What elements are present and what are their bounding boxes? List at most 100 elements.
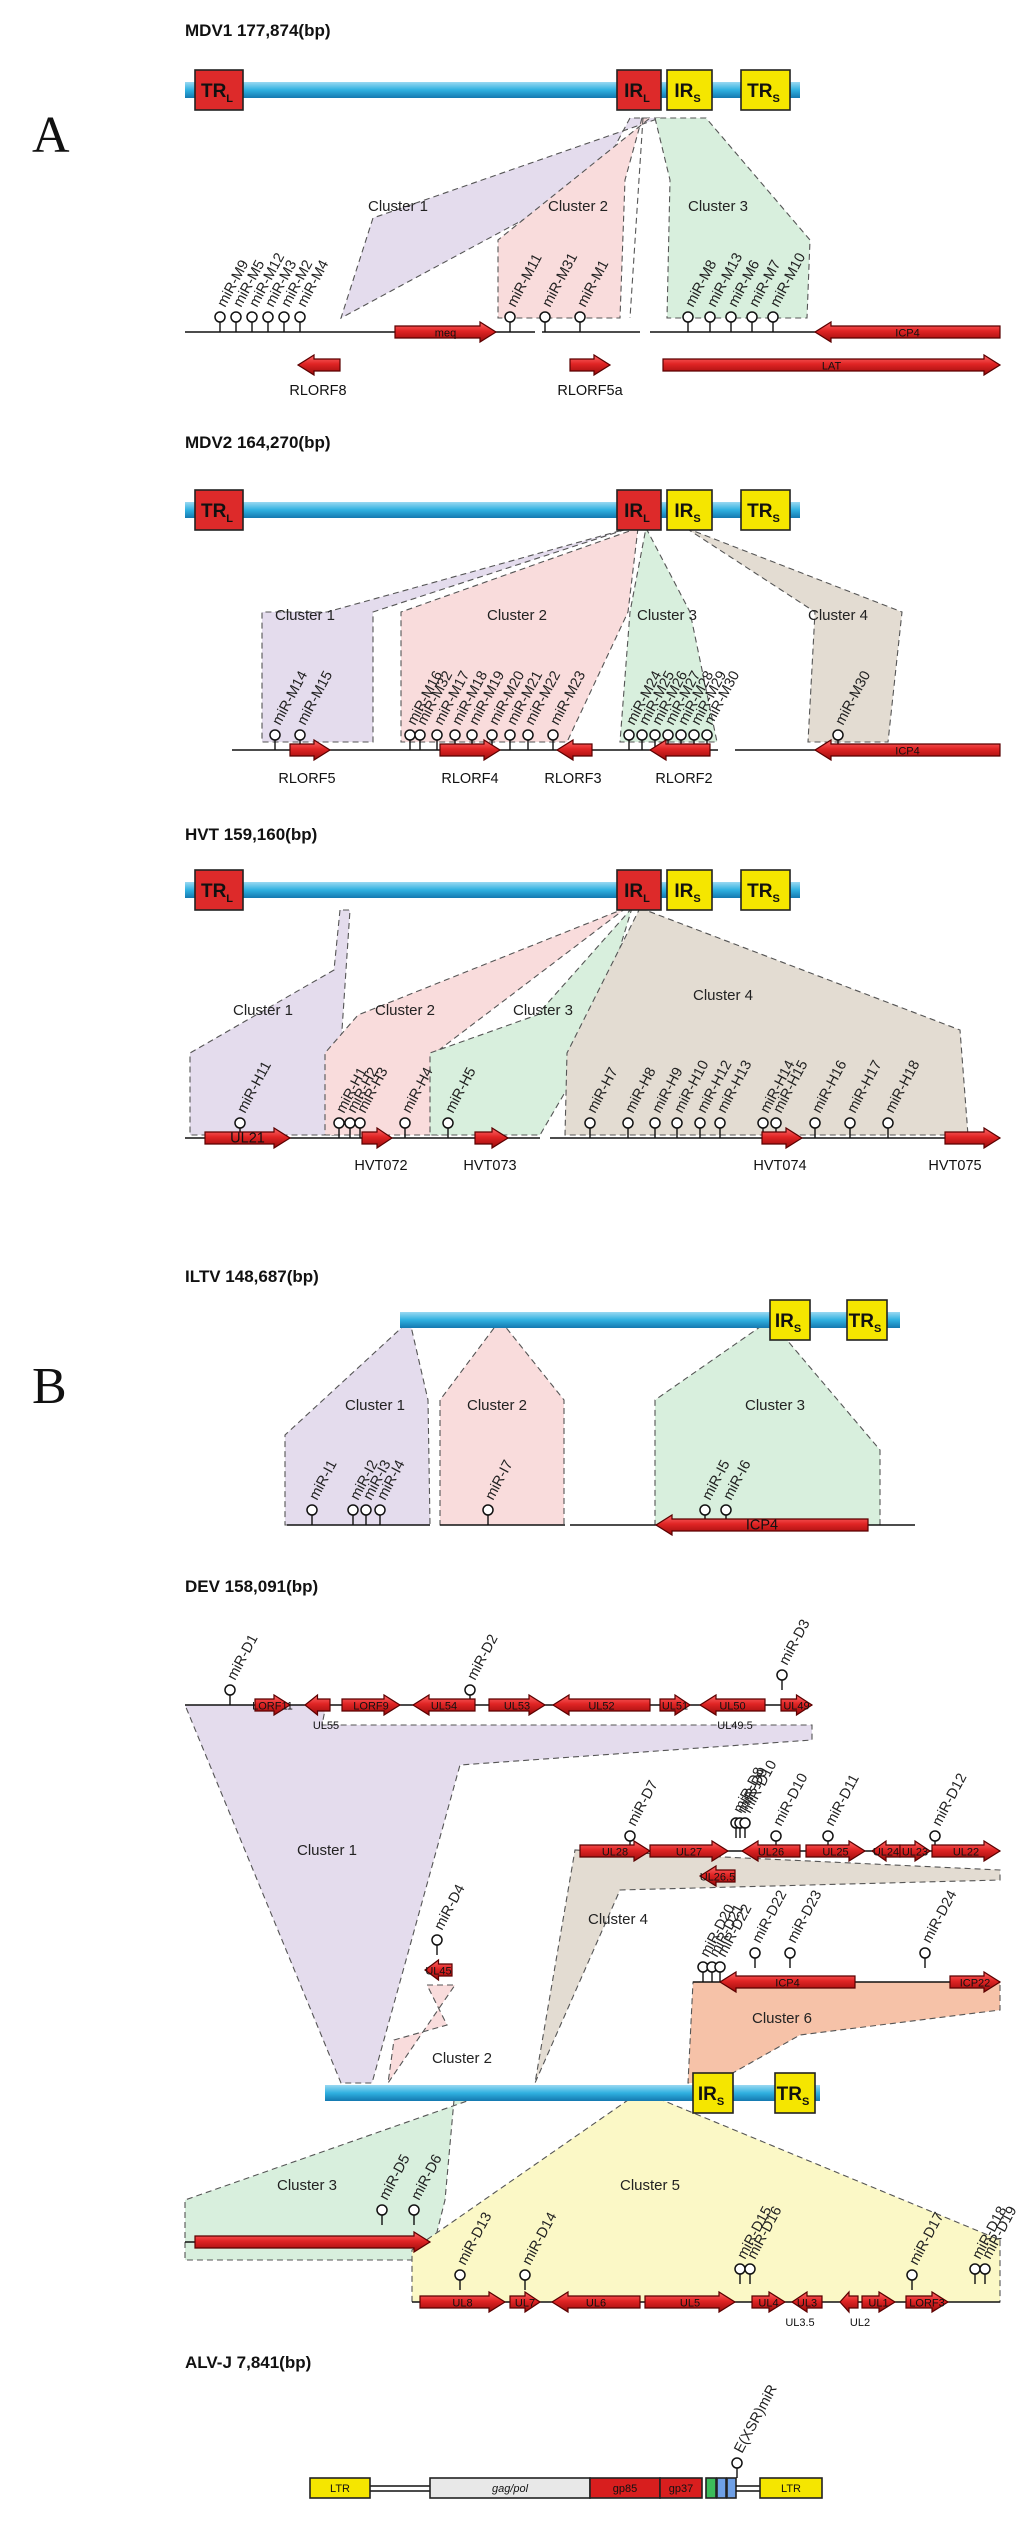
dev-gene-ul2 xyxy=(839,2290,859,2314)
mdv1-gene-meq xyxy=(394,320,498,344)
iltv-mir-2 xyxy=(347,1504,359,1516)
dev-gene-ul50 xyxy=(698,1693,766,1717)
alvj-gp37 xyxy=(659,2477,703,2499)
dev-gene-ul6-label: UL6 xyxy=(586,2298,606,2310)
hvt-mir-12 xyxy=(714,1117,726,1129)
dev-gene-ul35-label: UL3.5 xyxy=(785,2317,814,2329)
dev-gene-icp4-label: ICP4 xyxy=(775,1978,799,1990)
alvj-mir-exsr-label: E(XSR)miR xyxy=(731,2382,780,2456)
hvt-repeat-irs xyxy=(666,869,713,911)
hvt-gene-hvt072-label: HVT072 xyxy=(354,1158,407,1174)
hvt-cluster-4-region xyxy=(564,907,969,1136)
mdv1-gene-rlorf5a-label: RLORF5a xyxy=(557,383,623,399)
dev-cluster-6-label: Cluster 6 xyxy=(752,2010,812,2027)
hvt-gene-hvt073 xyxy=(474,1126,510,1150)
mdv2-mir-13 xyxy=(636,729,648,741)
dev-gene-ul4 xyxy=(751,2290,787,2314)
dev-gene-ul24 xyxy=(870,1839,901,1863)
mdv1-mir-13 xyxy=(746,311,758,323)
dev-gene-icp22-label: ICP22 xyxy=(960,1978,991,1990)
dev-gene-ul51-label: UL51 xyxy=(662,1701,688,1713)
dev-gene-lorf11 xyxy=(254,1693,292,1717)
mdv2-gene-icp4 xyxy=(813,738,1001,762)
dev-gene-ul55 xyxy=(304,1693,331,1717)
iltv-mir-6 xyxy=(699,1504,711,1516)
hvt-mir-13 xyxy=(757,1117,769,1129)
mdv2-gene-rlorf3 xyxy=(555,738,593,762)
mdv2-mir-4 xyxy=(414,729,426,741)
dev-mir-3-label: miR-D3 xyxy=(776,1617,813,1668)
mdv1-cluster-3-label: Cluster 3 xyxy=(688,198,748,215)
dev-mir-7-label: miR-D7 xyxy=(624,1778,661,1829)
dev-gene-ul495-label: UL49.5 xyxy=(717,1720,752,1732)
dev-gene-cluster3-orf xyxy=(194,2230,432,2254)
dev-gene-ul6 xyxy=(550,2290,641,2314)
iltv-cluster-3-region xyxy=(654,1319,881,1526)
dev-gene-lorf3-label: LORF3 xyxy=(909,2298,944,2310)
mdv2-cluster-4-region xyxy=(685,527,903,743)
mdv1-mir-8 xyxy=(539,311,551,323)
dev-mir-12 xyxy=(929,1830,941,1842)
mdv2-mir-3 xyxy=(404,729,416,741)
dev-mir-10 xyxy=(739,1817,751,1829)
alvj-ltr-right-label: LTR xyxy=(781,2483,801,2495)
dev-gene-ul2-label: UL2 xyxy=(850,2317,870,2329)
hvt-repeat-trs-label: TRS xyxy=(747,881,780,905)
mdv2-mir-1 xyxy=(269,729,281,741)
mdv1-cluster-3-region xyxy=(654,117,811,319)
mdv1-mir-10 xyxy=(682,311,694,323)
hvt-gene-hvt072 xyxy=(361,1126,394,1150)
mdv1-repeat-irl xyxy=(616,69,662,111)
mdv2-gene-rlorf4-label: RLORF4 xyxy=(441,771,498,787)
dev-mir-5 xyxy=(376,2204,388,2216)
hvt-title: HVT 159,160(bp) xyxy=(185,825,317,844)
iltv-mir-3 xyxy=(360,1504,372,1516)
mdv2-mir-5 xyxy=(431,729,443,741)
dev-gene-ul265 xyxy=(698,1864,736,1888)
dev-cluster-3-label: Cluster 3 xyxy=(277,2177,337,2194)
dev-title: DEV 158,091(bp) xyxy=(185,1577,318,1596)
iltv-genome-bar xyxy=(400,1312,900,1328)
dev-mir-22 xyxy=(714,1961,726,1973)
dev-gene-ul23-label: UL23 xyxy=(902,1847,928,1859)
hvt-gene-hvt073-label: HVT073 xyxy=(463,1158,516,1174)
dev-mir-24-label: miR-D24 xyxy=(919,1888,960,1946)
dev-gene-ul54 xyxy=(411,1693,476,1717)
dev-gene-ul24-label: UL24 xyxy=(873,1847,899,1859)
dev-gene-ul26 xyxy=(740,1839,801,1863)
dev-gene-ul45 xyxy=(423,1958,453,1982)
hvt-mir-3 xyxy=(344,1117,356,1129)
mdv1-repeat-irs xyxy=(666,69,713,111)
iltv-repeat-trs-label: TRS xyxy=(849,1311,882,1335)
mdv1-mir-2 xyxy=(230,311,242,323)
dev-mir-1 xyxy=(224,1684,236,1696)
dev-cluster-1-label: Cluster 1 xyxy=(297,1842,357,1859)
mdv2-mir-16 xyxy=(675,729,687,741)
dev-genome-bar xyxy=(325,2085,820,2101)
dev-mir-11 xyxy=(822,1830,834,1842)
dev-gene-ul54-label: UL54 xyxy=(431,1701,457,1713)
mdv1-mir-5 xyxy=(278,311,290,323)
mdv2-cluster-2-label: Cluster 2 xyxy=(487,607,547,624)
mdv2-repeat-trl xyxy=(194,489,244,531)
dev-gene-ul22 xyxy=(931,1839,1002,1863)
dev-mir-19 xyxy=(979,2263,991,2275)
dev-gene-ul1 xyxy=(861,2290,897,2314)
iltv-mir-4 xyxy=(374,1504,386,1516)
dev-mir-10 xyxy=(770,1830,782,1842)
mdv2-gene-rlorf5-label: RLORF5 xyxy=(278,771,335,787)
panel-label-b: B xyxy=(32,1358,67,1415)
dev-mir-7 xyxy=(624,1830,636,1842)
mdv1-gene-rlorf5a xyxy=(569,353,612,377)
hvt-cluster-3-label: Cluster 3 xyxy=(513,1002,573,1019)
mdv2-mir-6 xyxy=(449,729,461,741)
dev-mir-3 xyxy=(776,1669,788,1681)
mdv1-repeat-trs xyxy=(740,69,791,111)
dev-cluster-1-region xyxy=(184,1704,813,2084)
dev-gene-ul49-label: UL49 xyxy=(783,1701,809,1713)
alvj-blue-element-2 xyxy=(726,2477,737,2499)
dev-gene-ul7 xyxy=(509,2290,542,2314)
mdv1-mir-12 xyxy=(725,311,737,323)
dev-mir-16 xyxy=(744,2263,756,2275)
dev-gene-ul25-label: UL25 xyxy=(822,1847,848,1859)
